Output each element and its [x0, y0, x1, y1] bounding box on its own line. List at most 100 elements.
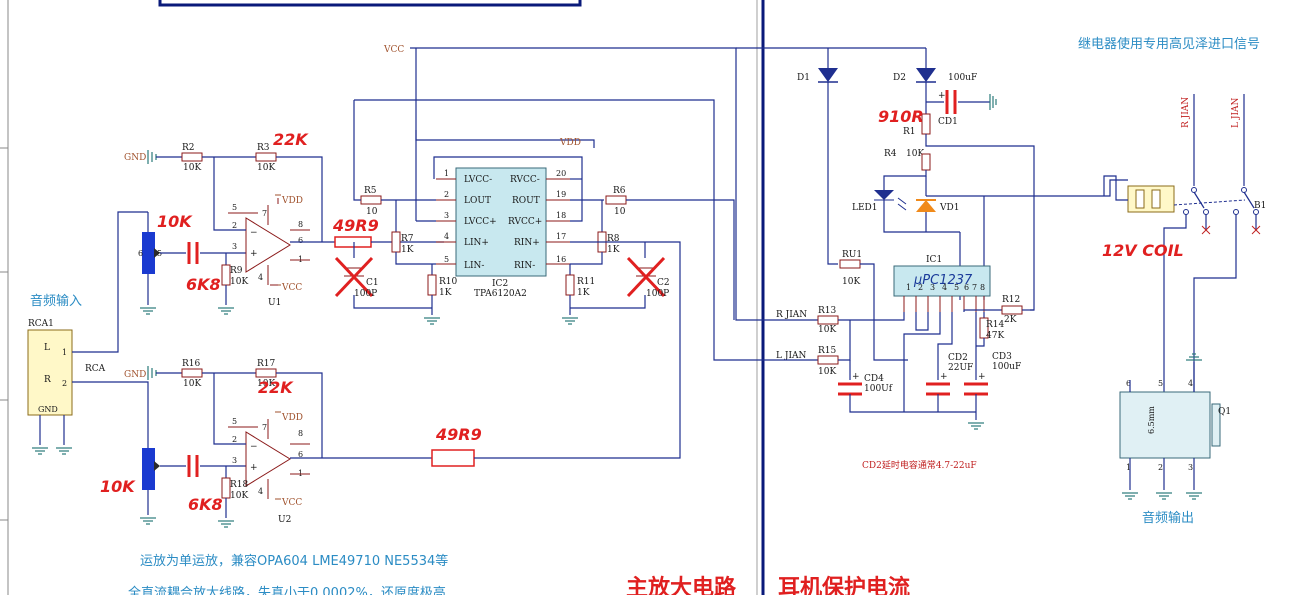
svg-text:10K: 10K [230, 491, 248, 501]
svg-text:LED1: LED1 [852, 203, 878, 213]
svg-text:1: 1 [906, 283, 911, 292]
note-r-top-49r9: 49R9 [332, 216, 379, 235]
svg-text:+: + [250, 249, 258, 259]
r49r9-top [334, 236, 444, 248]
svg-text:10K: 10K [257, 379, 275, 389]
svg-text:GND: GND [124, 153, 146, 163]
cd2-note: CD2延时电容通常4.7-22uF [862, 459, 977, 471]
svg-text:6: 6 [298, 236, 303, 245]
svg-text:+: + [852, 372, 860, 382]
frame [0, 0, 765, 595]
svg-text:−: − [250, 442, 258, 452]
ic1-pins [903, 296, 985, 312]
svg-text:2: 2 [62, 379, 67, 388]
headphone-jack: Q1 6.5mm 6 5 4 1 2 3 [1119, 353, 1231, 500]
svg-text:GND: GND [124, 370, 146, 380]
svg-text:−: − [250, 228, 258, 238]
note-r17-22k: 22K [258, 378, 294, 397]
svg-text:VDD: VDD [281, 196, 303, 206]
svg-text:R4: R4 [884, 149, 897, 159]
footer-note-2: 全直流耦合放大线路，失真小于0.0002%，还原度极高 [128, 585, 446, 595]
svg-text:10K: 10K [818, 325, 836, 335]
net-rca: RCA [85, 364, 106, 374]
svg-text:R17: R17 [257, 359, 276, 369]
ic2-wiring: VCC VDD R5 10 R7 1K R10 1K R6 10 R [353, 45, 762, 361]
svg-text:R13: R13 [818, 306, 837, 316]
svg-text:RU1: RU1 [842, 250, 862, 260]
svg-text:R3: R3 [257, 143, 270, 153]
svg-text:2K: 2K [1004, 315, 1017, 325]
svg-text:R5: R5 [364, 186, 377, 196]
svg-text:7: 7 [262, 209, 267, 218]
pot-top: 6 5 [138, 212, 162, 315]
svg-text:3: 3 [930, 283, 935, 292]
note-r-bot-49r9: 49R9 [435, 425, 482, 444]
svg-text:R16: R16 [182, 359, 201, 369]
svg-text:17: 17 [556, 232, 566, 241]
svg-text:CD1: CD1 [938, 117, 958, 127]
audio-out-label: 音频输出 [1142, 510, 1194, 526]
cap-c2-removed: C2 100P [626, 256, 670, 299]
svg-text:6: 6 [298, 450, 303, 459]
svg-text:8: 8 [298, 220, 303, 229]
rca-connector: RCA1 L R GND 1 2 RCA [27, 211, 149, 455]
svg-text:VCC: VCC [281, 498, 302, 508]
note-r1-910r: 910R [878, 107, 924, 126]
svg-text:10K: 10K [257, 163, 275, 173]
svg-text:C1: C1 [366, 278, 379, 288]
section-protect: 耳机保护电流 [778, 575, 910, 595]
svg-text:μPC1237: μPC1237 [913, 273, 973, 288]
svg-text:+: + [250, 463, 258, 473]
cap-c1-removed: C1 100P [334, 256, 379, 299]
svg-text:ROUT: ROUT [512, 196, 540, 206]
svg-text:+: + [940, 372, 948, 382]
u2-ref: U2 [278, 515, 291, 525]
ic2-part: TPA6120A2 [474, 289, 527, 299]
svg-text:R9: R9 [230, 266, 243, 276]
svg-text:1K: 1K [577, 288, 590, 298]
ic2-ref: IC2 [492, 279, 508, 289]
svg-text:19: 19 [556, 190, 566, 199]
note-r3-22k: 22K [273, 130, 309, 149]
svg-text:1: 1 [62, 348, 67, 357]
svg-text:5: 5 [444, 255, 449, 264]
rca-ref: RCA1 [28, 319, 54, 329]
svg-text:R6: R6 [613, 186, 626, 196]
note-coil: 12V COIL [1102, 241, 1184, 260]
note-vr-bot-10k: 10K [100, 477, 136, 496]
svg-text:100uF: 100uF [992, 362, 1021, 372]
svg-text:6.5mm: 6.5mm [1147, 406, 1156, 434]
ic2-chip: LVCC- LOUT LVCC+ LIN+ LIN- RVCC- ROUT RV… [436, 167, 570, 299]
header-note: 继电器使用专用高见泽进口信号 [1078, 36, 1260, 52]
svg-text:R JIAN: R JIAN [1181, 97, 1191, 128]
svg-text:7: 7 [972, 283, 977, 292]
svg-text:5: 5 [1158, 379, 1163, 388]
footer-note-1: 运放为单运放，兼容OPA604 LME49710 NE5534等 [140, 553, 448, 569]
svg-text:R10: R10 [439, 277, 458, 287]
svg-text:4: 4 [1188, 379, 1193, 388]
svg-text:VCC: VCC [281, 283, 302, 293]
relay: R JIAN L JIAN B1 12V COIL [1102, 94, 1266, 392]
svg-text:3: 3 [232, 456, 237, 465]
svg-text:+: + [978, 372, 986, 382]
section-main: 主放大电路 [626, 575, 737, 595]
input-cap-bottom [160, 455, 246, 477]
svg-text:L JIAN: L JIAN [776, 351, 807, 361]
svg-text:18: 18 [556, 211, 566, 220]
svg-text:1K: 1K [607, 245, 620, 255]
svg-text:20: 20 [556, 169, 566, 178]
svg-text:R14: R14 [986, 320, 1005, 330]
svg-text:LIN-: LIN- [464, 261, 484, 271]
svg-text:10K: 10K [842, 277, 860, 287]
note-vr-top-10k: 10K [157, 212, 193, 231]
rca-pin-l: L [44, 343, 50, 353]
svg-text:100P: 100P [354, 289, 377, 299]
svg-text:LIN+: LIN+ [464, 238, 489, 248]
opamp-u2: − + 2 3 5 7 6 1 8 4 U2 VDD VCC [228, 411, 310, 525]
svg-text:22UF: 22UF [948, 363, 973, 373]
svg-text:2: 2 [444, 190, 449, 199]
svg-text:VDD: VDD [559, 138, 581, 148]
r49r9-bottom [431, 241, 681, 467]
svg-text:3: 3 [232, 242, 237, 251]
